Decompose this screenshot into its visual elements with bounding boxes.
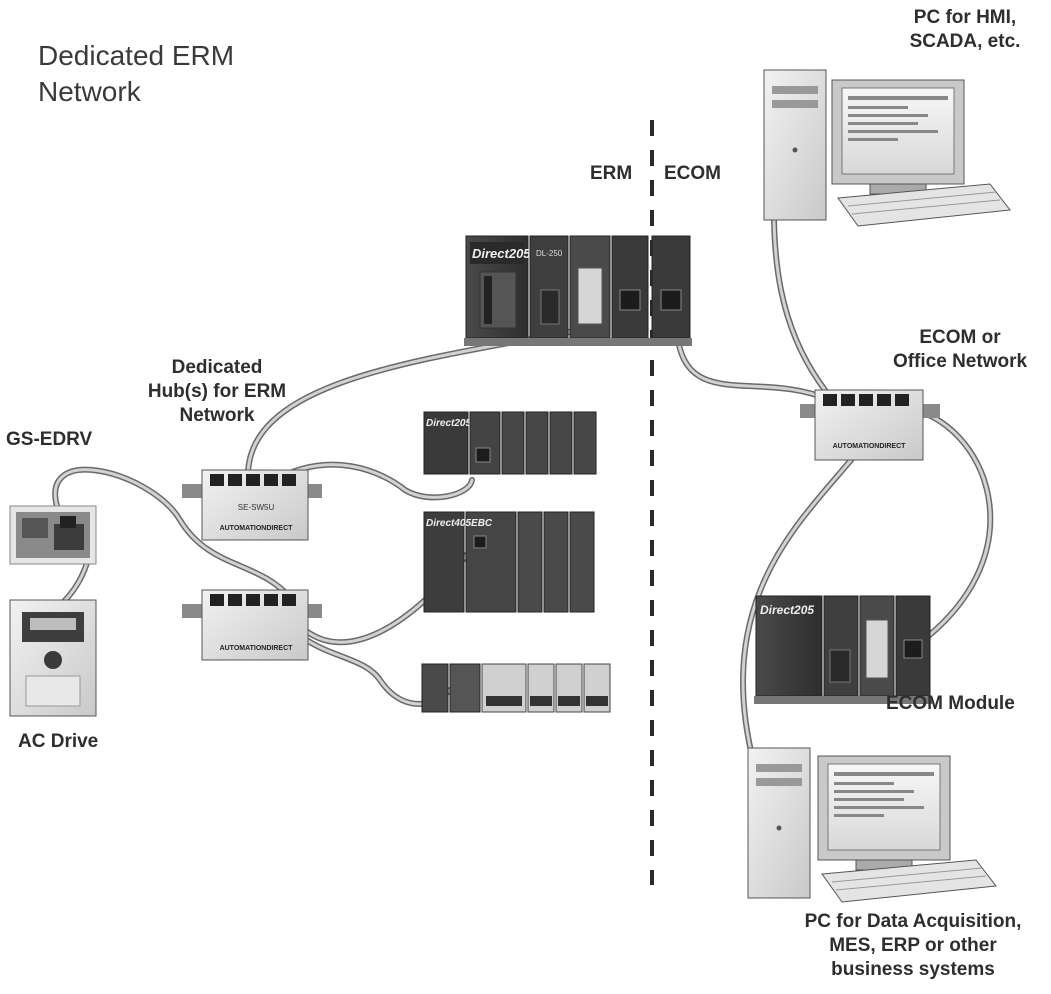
label-ecom-module: ECOM Module (886, 693, 1015, 714)
label-dedicated-hub-line1: Dedicated (171, 357, 263, 378)
pc-data-acquisition (747, 747, 997, 903)
hub-top-model: SE-SW5U (238, 503, 275, 512)
label-pc-hmi-line2: SCADA, etc. (909, 31, 1021, 52)
label-ecom-office-line2: Office Network (892, 351, 1028, 372)
ac-drive (9, 599, 97, 717)
label-erm: ERM (590, 163, 633, 184)
label-dedicated-hub-line3: Network (179, 405, 255, 426)
label-ecom: ECOM (664, 163, 721, 184)
label-dedicated-hub: Dedicated Hub(s) for ERM Network (132, 356, 302, 428)
plc-405: Direct405EBC (423, 511, 595, 613)
plc-top: Direct205 DL-250 (464, 235, 692, 346)
label-pc-data-line2: MES, ERP or other (829, 935, 997, 956)
label-pc-hmi: PC for HMI, SCADA, etc. (890, 6, 1040, 54)
plc-405-brand: Direct405EBC (426, 518, 493, 529)
label-gs-edrv: GS-EDRV (6, 429, 93, 450)
plc-ecom-module: Direct205 (754, 595, 932, 704)
label-pc-data-line1: PC for Data Acquisition, (804, 911, 1022, 932)
hub-top: SE-SW5U AUTOMATIONDIRECT (182, 469, 322, 541)
plc-top-brand: Direct205 (472, 246, 531, 261)
hub-top-brand: AUTOMATIONDIRECT (220, 525, 294, 532)
diagram-title: Dedicated ERM Network (38, 38, 234, 110)
hub-bottom-brand: AUTOMATIONDIRECT (220, 645, 294, 652)
pc-hmi (763, 69, 1011, 227)
title-line-1: Dedicated ERM (38, 40, 235, 71)
plc-terminator (421, 663, 611, 713)
label-ac-drive: AC Drive (18, 731, 99, 752)
label-ecom-office-line1: ECOM or (919, 327, 1001, 348)
plc-small-brand: Direct205 (426, 418, 471, 429)
plc-top-cpu: DL-250 (536, 249, 563, 258)
hub-right-brand: AUTOMATIONDIRECT (833, 443, 907, 450)
label-dedicated-hub-line2: Hub(s) for ERM (147, 381, 287, 402)
label-ecom-office: ECOM or Office Network (880, 326, 1040, 374)
plc-small: Direct205 (423, 411, 597, 475)
label-pc-data-line3: business systems (831, 959, 995, 980)
label-pc-hmi-line1: PC for HMI, (913, 7, 1017, 28)
hub-right: AUTOMATIONDIRECT (800, 389, 940, 461)
title-line-2: Network (38, 76, 141, 107)
hub-bottom: AUTOMATIONDIRECT (182, 589, 322, 661)
plc-ecom-brand: Direct205 (760, 603, 814, 617)
label-pc-data: PC for Data Acquisition, MES, ERP or oth… (778, 910, 1048, 982)
gs-edrv-card (9, 505, 97, 565)
